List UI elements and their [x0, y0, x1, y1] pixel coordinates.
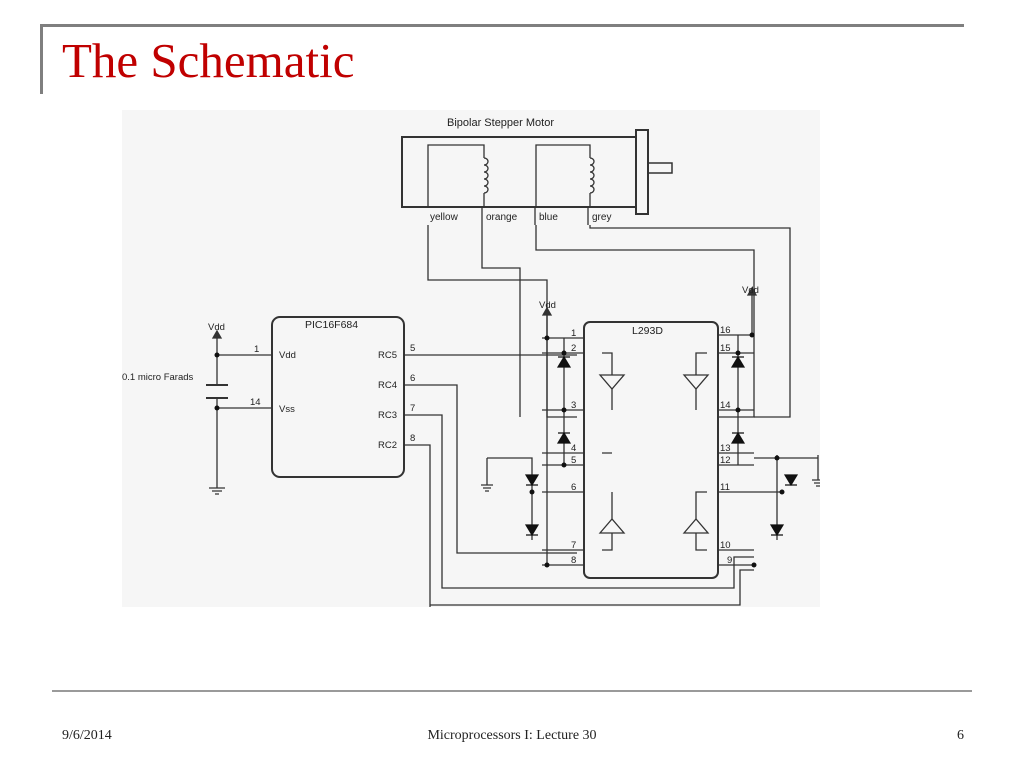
driver-pin-num: 16: [720, 325, 731, 336]
mcu-pin-name: RC3: [378, 410, 397, 421]
driver-ground-left: [481, 458, 493, 492]
driver-pin-num: 10: [720, 540, 731, 551]
capacitor: [206, 384, 228, 399]
driver-pin-num: 12: [720, 455, 731, 466]
driver-vdd-left-arrow: [541, 306, 553, 316]
driver-pin-num: 5: [571, 455, 576, 466]
footer-title: Microprocessors I: Lecture 30: [427, 728, 597, 743]
driver-ground-right: [776, 455, 820, 540]
mcu-supply-wires: [217, 354, 272, 409]
footer-date: 9/6/2014: [62, 728, 112, 743]
wire-label-grey: grey: [592, 212, 611, 223]
mcu-pin-name: Vss: [279, 404, 295, 415]
driver-pin-num: 7: [571, 540, 576, 551]
driver-pin-num: 8: [571, 555, 576, 566]
diode-7: [783, 474, 799, 487]
mcu-pin-num: 1: [254, 344, 259, 355]
schematic-svg: Bipolar Stepper Motor yellow orange blue…: [122, 117, 820, 607]
motor-shaft: [647, 162, 673, 174]
title-accent-horizontal-bar: [40, 24, 964, 27]
driver-pin-num: 13: [720, 443, 731, 454]
mcu-vdd-arrow: [211, 329, 223, 339]
buffer-1: [598, 374, 626, 390]
winding-2-wire: [535, 144, 591, 207]
mcu-pin-num: 8: [410, 433, 415, 444]
mcu-pin-name: Vdd: [279, 350, 296, 361]
mcu-pin-name: RC4: [378, 380, 397, 391]
mcu-pin-num: 7: [410, 403, 415, 414]
diode-1: [556, 355, 572, 368]
mcu-name: PIC16F684: [305, 319, 358, 331]
mcu-pin-name: RC5: [378, 350, 397, 361]
capacitor-label: 0.1 micro Farads: [122, 372, 194, 383]
motor-body: [401, 136, 637, 208]
mcu-ground: [209, 487, 225, 495]
diode-5: [730, 355, 746, 368]
mcu-pin-num: 5: [410, 343, 415, 354]
buffer-2: [598, 518, 626, 534]
driver-pin-num: 15: [720, 343, 731, 354]
buffer-3: [682, 374, 710, 390]
driver-pin-num: 9: [727, 555, 732, 566]
motor-flange: [635, 129, 649, 215]
mcu-pin-num: 6: [410, 373, 415, 384]
wire-label-orange: orange: [486, 212, 518, 223]
page-number: 6: [957, 728, 964, 743]
motor-title: Bipolar Stepper Motor: [447, 117, 554, 129]
buffer-4: [682, 518, 710, 534]
rc4-wire: [404, 384, 577, 554]
driver-pin-num: 2: [571, 343, 576, 354]
schematic-diagram: Bipolar Stepper Motor yellow orange blue…: [122, 110, 820, 607]
slide-title: The Schematic: [62, 33, 355, 88]
mcu-vdd-label: Vdd: [208, 322, 225, 333]
driver-pin-num: 4: [571, 443, 576, 454]
wire-blue: [535, 225, 755, 418]
diode-8: [769, 524, 785, 537]
diode-3: [524, 474, 540, 487]
driver-pin-num: 1: [571, 328, 576, 339]
driver-pin-num: 3: [571, 400, 576, 411]
l293d-left-pin-stubs: [542, 337, 584, 566]
rc3-wire: [404, 414, 754, 589]
title-accent-vertical-bar: [40, 24, 43, 94]
mcu-pin-name: RC2: [378, 440, 397, 451]
winding-1-wire: [427, 144, 485, 207]
wire-orange: [481, 225, 521, 417]
wire-label-yellow: yellow: [430, 212, 459, 223]
rc2-wire: [404, 444, 431, 607]
diode-2: [556, 431, 572, 444]
driver-pin-num: 6: [571, 482, 576, 493]
wire-grey: [589, 225, 791, 418]
footer-divider: [52, 690, 972, 692]
pic16f684-chip: [271, 316, 405, 478]
wire-yellow: [427, 225, 577, 418]
l293d-chip: [583, 321, 719, 579]
wire-label-blue: blue: [539, 212, 558, 223]
driver-pin-num: 14: [720, 400, 731, 411]
driver-vdd-right-arrow: [746, 286, 758, 296]
driver-pin-num: 11: [720, 482, 730, 493]
driver-vdd-left-label: Vdd: [539, 300, 556, 311]
driver-vdd-right-label: Vdd: [742, 285, 759, 296]
driver-name: L293D: [632, 325, 663, 337]
winding-1-coil: [483, 157, 489, 194]
winding-2-coil: [589, 157, 595, 194]
diode-6: [730, 431, 746, 444]
diode-4: [524, 524, 540, 537]
mcu-pin-num: 14: [250, 397, 261, 408]
